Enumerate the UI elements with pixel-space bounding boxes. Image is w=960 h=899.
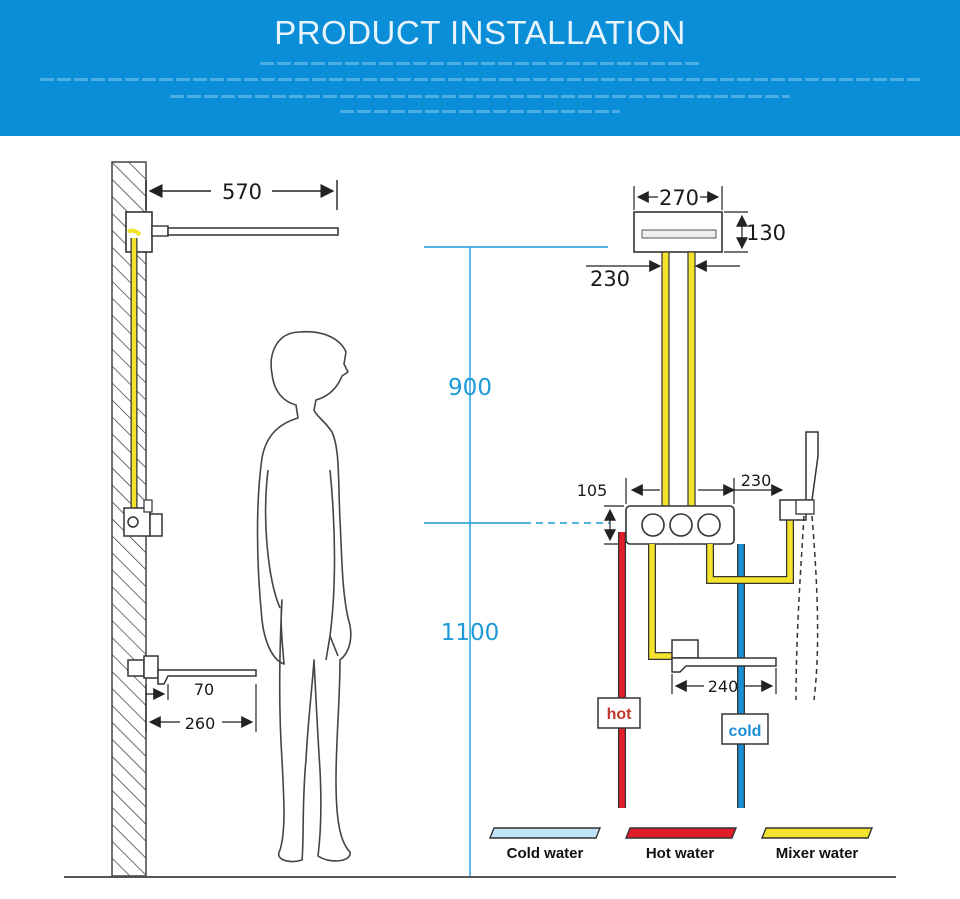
valve-icon — [625, 505, 735, 545]
svg-text:Mixer water: Mixer water — [776, 845, 859, 862]
spout-icon — [671, 639, 777, 673]
banner-fine-print — [340, 110, 620, 113]
dim-valve-depth: 105 — [577, 481, 608, 500]
left-valve-icon — [123, 499, 163, 537]
cold-tag: cold — [721, 713, 769, 745]
dim-rain-offset: 230 — [590, 267, 630, 291]
page-title: PRODUCT INSTALLATION — [274, 14, 686, 51]
hand-shower-icon — [779, 431, 819, 521]
banner-fine-print — [170, 95, 790, 98]
legend-hot: Hot water — [624, 827, 738, 862]
left-rain-shower-icon — [125, 211, 339, 253]
legend-mixer: Mixer water — [760, 827, 874, 862]
dim-shower-arm: 570 — [222, 180, 262, 204]
banner-fine-print — [40, 78, 920, 81]
legend: Cold water Hot water Mixer water — [488, 827, 874, 862]
svg-text:hot: hot — [607, 706, 633, 723]
header-banner: PRODUCT INSTALLATION — [0, 0, 960, 136]
svg-text:Hot water: Hot water — [646, 845, 715, 862]
dim-ceiling-height: 900 — [448, 375, 492, 401]
left-spout-icon — [127, 655, 257, 685]
rain-shower-icon — [633, 211, 723, 253]
hand-shower-hose — [795, 515, 805, 701]
dim-rain-width: 270 — [659, 186, 699, 210]
mixer-pipe-spout — [649, 544, 676, 659]
dim-side-spout-small: 70 — [194, 680, 214, 699]
dim-rain-height: 130 — [746, 221, 786, 245]
hot-tag: hot — [597, 697, 641, 729]
legend-cold: Cold water — [488, 827, 602, 862]
dim-handheld-offset: 230 — [741, 471, 772, 490]
mixer-pipe-handheld — [707, 520, 793, 583]
dim-valve-height: 1100 — [441, 620, 500, 646]
svg-text:Cold water: Cold water — [507, 845, 584, 862]
dim-spout-projection: 240 — [708, 677, 739, 696]
dim-side-spout-large: 260 — [185, 714, 216, 733]
person-silhouette-icon — [256, 330, 352, 863]
banner-fine-print — [260, 62, 700, 65]
svg-text:cold: cold — [729, 723, 762, 740]
mixer-pipe-rain — [661, 251, 696, 509]
